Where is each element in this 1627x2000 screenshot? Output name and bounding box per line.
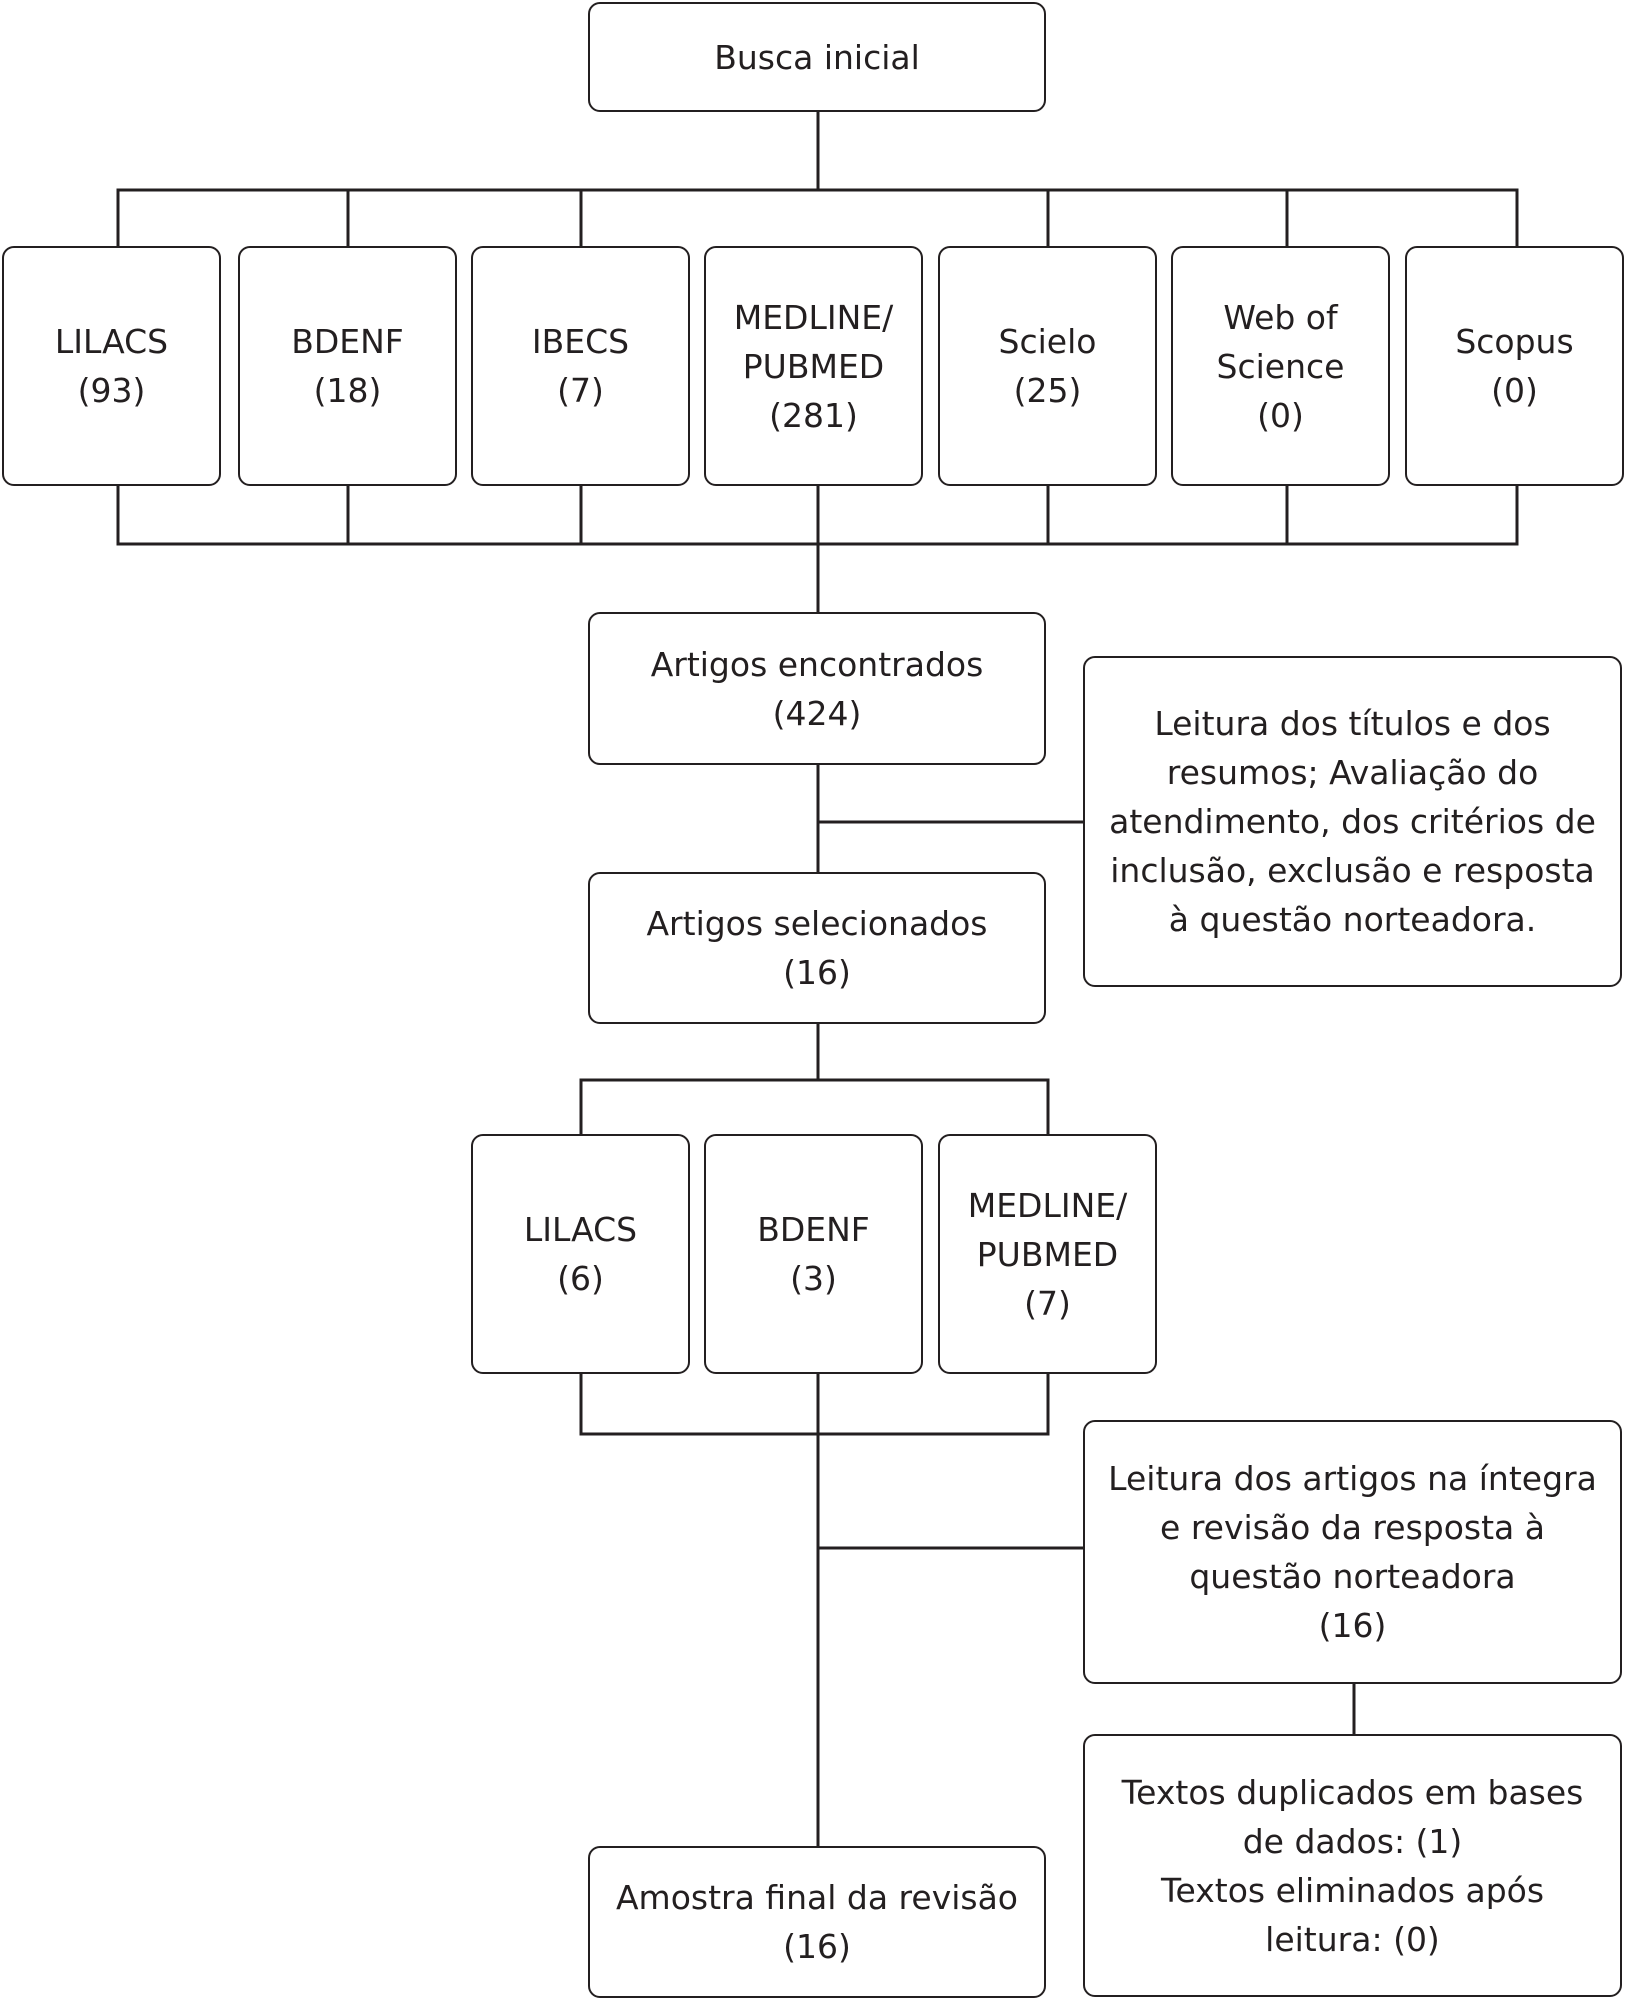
database-box-ibecs: IBECS (7) bbox=[471, 246, 690, 486]
screening-line: Leitura dos títulos e dos bbox=[1154, 704, 1551, 743]
database-count: (0) bbox=[1491, 371, 1538, 410]
duplicates-box: Textos duplicados em bases de dados: (1)… bbox=[1083, 1734, 1622, 1997]
database-count: (6) bbox=[557, 1259, 604, 1298]
duplicates-line: leitura: (0) bbox=[1265, 1919, 1440, 1959]
database-name: LILACS bbox=[523, 1210, 638, 1249]
screening-line: atendimento, dos critérios de bbox=[1109, 802, 1596, 841]
selected-database-box-lilacs: LILACS (6) bbox=[471, 1134, 690, 1374]
final-sample-count: (16) bbox=[783, 1927, 851, 1966]
database-count: (93) bbox=[77, 371, 146, 410]
database-box-medline: MEDLINE/ PUBMED (281) bbox=[704, 246, 923, 486]
search-start-label: Busca inicial bbox=[714, 37, 920, 77]
database-name-line2: PUBMED bbox=[976, 1234, 1119, 1274]
duplicates-line: Textos duplicados em bases bbox=[1121, 1772, 1584, 1812]
duplicates-line: de dados: (1) bbox=[1242, 1821, 1463, 1861]
database-box-scielo: Scielo (25) bbox=[938, 246, 1157, 486]
database-box-scopus: Scopus (0) bbox=[1405, 246, 1624, 486]
screening-line: inclusão, exclusão e resposta bbox=[1110, 851, 1595, 890]
articles-found-label: Artigos encontrados bbox=[650, 644, 984, 684]
database-box-web-of-science: Web of Science (0) bbox=[1171, 246, 1390, 486]
database-name: IBECS bbox=[531, 322, 630, 361]
database-name: BDENF bbox=[757, 1210, 870, 1249]
selected-database-box-bdenf: BDENF (3) bbox=[704, 1134, 923, 1374]
database-name-line2: Science bbox=[1216, 346, 1345, 386]
database-name: Web of bbox=[1223, 297, 1338, 337]
articles-selected-box: Artigos selecionados (16) bbox=[588, 872, 1046, 1024]
screening-criteria-box: Leitura dos títulos e dos resumos; Avali… bbox=[1083, 656, 1622, 987]
duplicates-line: Textos eliminados após bbox=[1160, 1870, 1545, 1910]
database-count: (18) bbox=[313, 371, 382, 410]
database-name-line2: PUBMED bbox=[742, 346, 885, 386]
final-sample-label: Amostra final da revisão bbox=[615, 1878, 1018, 1917]
full-text-line: Leitura dos artigos na íntegra bbox=[1108, 1459, 1597, 1498]
database-name: BDENF bbox=[291, 322, 404, 361]
articles-found-count: (424) bbox=[772, 693, 862, 733]
full-text-line: e revisão da resposta à bbox=[1160, 1508, 1545, 1547]
database-count: (0) bbox=[1257, 395, 1304, 435]
database-name: Scopus bbox=[1455, 322, 1574, 361]
full-text-reading-box: Leitura dos artigos na íntegra e revisão… bbox=[1083, 1420, 1622, 1684]
database-count: (7) bbox=[1024, 1283, 1071, 1323]
full-text-line: questão norteadora bbox=[1189, 1557, 1516, 1596]
database-name: Scielo bbox=[998, 322, 1097, 361]
database-box-bdenf: BDENF (18) bbox=[238, 246, 457, 486]
database-count: (281) bbox=[769, 395, 858, 435]
full-text-line: (16) bbox=[1318, 1606, 1387, 1645]
articles-selected-label: Artigos selecionados bbox=[646, 904, 988, 943]
database-name: LILACS bbox=[54, 322, 169, 361]
screening-line: à questão norteadora. bbox=[1168, 900, 1537, 939]
search-start-box: Busca inicial bbox=[588, 2, 1046, 112]
articles-found-box: Artigos encontrados (424) bbox=[588, 612, 1046, 765]
database-box-lilacs: LILACS (93) bbox=[2, 246, 221, 486]
screening-line: resumos; Avaliação do bbox=[1166, 753, 1539, 792]
database-name: MEDLINE/ bbox=[733, 297, 894, 337]
database-name: MEDLINE/ bbox=[967, 1185, 1128, 1225]
database-count: (25) bbox=[1013, 371, 1082, 410]
selected-database-box-medline: MEDLINE/ PUBMED (7) bbox=[938, 1134, 1157, 1374]
articles-selected-count: (16) bbox=[783, 953, 851, 992]
database-count: (7) bbox=[557, 371, 604, 410]
final-sample-box: Amostra final da revisão (16) bbox=[588, 1846, 1046, 1998]
database-count: (3) bbox=[790, 1259, 837, 1298]
